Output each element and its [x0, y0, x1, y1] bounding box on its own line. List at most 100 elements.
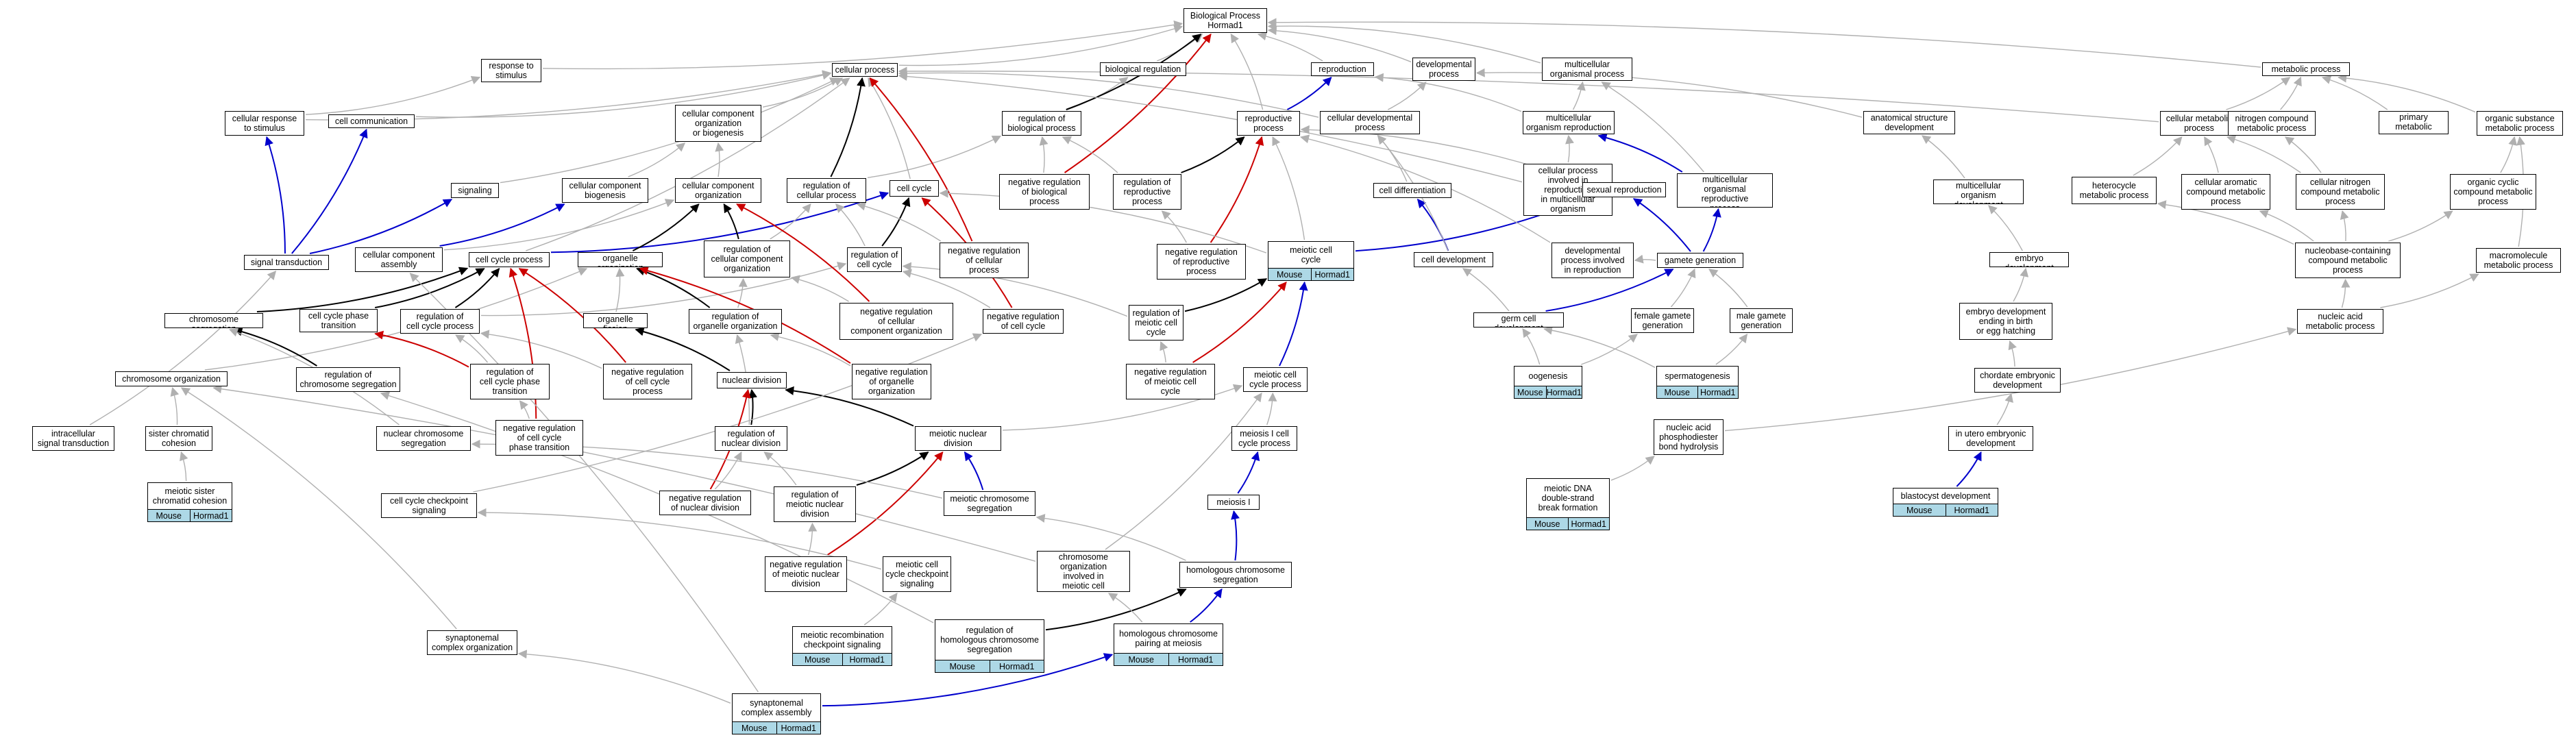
term-node-mod[interactable]: multicellular organism development	[1933, 180, 2024, 204]
term-node-mop[interactable]: multicellular organismal process	[1542, 58, 1632, 81]
term-node-ccob[interactable]: cellular component organization or bioge…	[675, 105, 761, 142]
term-node-ued[interactable]: in utero embryonic development	[1948, 426, 2033, 451]
term-node-sig[interactable]: signaling	[451, 183, 499, 198]
term-node-gcd[interactable]: germ cell development	[1473, 312, 1564, 327]
term-node-naemp[interactable]: nucleic acid metabolic process	[2297, 309, 2383, 334]
term-node-rcseg[interactable]: regulation of chromosome segregation	[296, 367, 400, 392]
term-node-dpir[interactable]: developmental process involved in reprod…	[1551, 243, 1634, 278]
term-node-mgg[interactable]: male gamete generation	[1730, 308, 1793, 333]
term-node-roo[interactable]: regulation of organelle organization	[689, 309, 782, 334]
term-node-mcs[interactable]: meiotic chromosome segregation	[944, 491, 1035, 516]
term-node-ced[interactable]: chordate embryonic development	[1974, 368, 2061, 393]
term-node-rcc[interactable]: regulation of cell cycle	[847, 247, 902, 272]
term-node-cccs[interactable]: cell cycle checkpoint signaling	[381, 493, 477, 518]
term-node-mnd[interactable]: meiotic nuclear division	[915, 426, 1001, 451]
term-node-mcccs[interactable]: meiotic cell cycle checkpoint signaling	[883, 556, 951, 592]
term-node-rbp[interactable]: regulation of biological process	[1002, 111, 1081, 136]
term-node-mccp[interactable]: meiotic cell cycle process	[1243, 367, 1308, 392]
term-node-cca[interactable]: cellular component assembly	[355, 247, 443, 272]
term-node-nrccp[interactable]: negative regulation of cell cycle proces…	[603, 364, 692, 399]
term-node-cseg[interactable]: chromosome segregation	[164, 313, 263, 328]
term-node-mdsbp[interactable]: meiotic DNA double-strand break formatio…	[1526, 478, 1610, 530]
term-node-comcc[interactable]: chromosome organization involved in meio…	[1037, 551, 1130, 592]
term-node-m1ccp[interactable]: meiosis I cell cycle process	[1231, 426, 1297, 451]
term-node-breg[interactable]: biological regulation	[1100, 62, 1186, 76]
term-node-morp[interactable]: multicellular organismal reproductive pr…	[1677, 173, 1773, 208]
term-node-ofis[interactable]: organelle fission	[583, 313, 648, 328]
term-node-nrmcc[interactable]: negative regulation of meiotic cell cycl…	[1126, 364, 1215, 399]
term-node-rccpt[interactable]: regulation of cell cycle phase transitio…	[470, 364, 550, 399]
term-node-oo[interactable]: organelle organization	[578, 252, 663, 267]
term-node-cc[interactable]: cell cycle	[890, 180, 939, 197]
term-node-rmnd[interactable]: regulation of meiotic nuclear division	[774, 486, 856, 522]
term-node-nrcp[interactable]: negative regulation of cellular process	[940, 243, 1029, 278]
term-node-ccbio[interactable]: cellular component biogenesis	[562, 178, 648, 203]
term-node-ncmp[interactable]: nitrogen compound metabolic process	[2228, 111, 2316, 136]
term-node-gg[interactable]: gamete generation	[1657, 253, 1743, 268]
term-node-rmcc[interactable]: regulation of meiotic cell cycle	[1129, 305, 1183, 341]
term-node-mrcs[interactable]: meiotic recombination checkpoint signali…	[792, 626, 892, 666]
term-node-occmp[interactable]: organic cyclic compound metabolic proces…	[2450, 174, 2536, 210]
term-node-celldev[interactable]: cell development	[1414, 252, 1493, 267]
term-node-hmp[interactable]: heterocycle metabolic process	[2072, 177, 2157, 204]
term-node-ccpt[interactable]: cell cycle phase transition	[299, 309, 378, 332]
term-node-rhcs[interactable]: regulation of homologous chromosome segr…	[935, 619, 1044, 673]
term-node-nd[interactable]: nuclear division	[717, 372, 787, 388]
term-node-corg[interactable]: chromosome organization	[115, 371, 228, 386]
term-node-ccomm[interactable]: cell communication	[328, 114, 415, 128]
term-node-bp[interactable]: Biological Process Hormad1	[1183, 8, 1267, 33]
term-node-rp[interactable]: reproductive process	[1237, 111, 1300, 136]
term-node-metab[interactable]: metabolic process	[2262, 62, 2350, 76]
term-node-asd[interactable]: anatomical structure development	[1863, 111, 1955, 134]
term-node-nrrp[interactable]: negative regulation of reproductive proc…	[1157, 244, 1246, 280]
term-node-cdp[interactable]: cellular developmental process	[1320, 111, 1420, 134]
term-node-st[interactable]: signal transduction	[244, 255, 329, 270]
term-node-nrnd[interactable]: negative regulation of nuclear division	[659, 491, 751, 515]
term-node-ccproc[interactable]: cell cycle process	[469, 252, 550, 267]
term-node-scc[interactable]: sister chromatid cohesion	[145, 426, 212, 451]
term-node-nrccco[interactable]: negative regulation of cellular componen…	[839, 303, 953, 340]
term-node-rccco[interactable]: regulation of cellular component organiz…	[704, 240, 790, 277]
term-node-cdiff[interactable]: cell differentiation	[1373, 183, 1451, 198]
term-node-cpimo[interactable]: cellular process involved in reproductio…	[1523, 164, 1612, 216]
term-node-rccp[interactable]: regulation of cell cycle process	[400, 309, 480, 334]
term-node-nrbp[interactable]: negative regulation of biological proces…	[999, 174, 1090, 210]
term-node-ncs[interactable]: nuclear chromosome segregation	[376, 426, 471, 451]
term-node-nccmp[interactable]: nucleobase-containing compound metabolic…	[2295, 243, 2401, 278]
term-node-cp[interactable]: cellular process	[832, 63, 898, 77]
term-node-rnd[interactable]: regulation of nuclear division	[715, 426, 787, 451]
term-node-srep[interactable]: sexual reproduction	[1582, 182, 1666, 197]
term-node-pmp[interactable]: primary metabolic process	[2379, 111, 2449, 134]
term-node-crs[interactable]: cellular response to stimulus	[225, 111, 304, 136]
term-node-mmp[interactable]: macromolecule metabolic process	[2476, 248, 2561, 273]
term-node-repro[interactable]: reproduction	[1311, 62, 1374, 76]
term-node-cmp[interactable]: cellular metabolic process	[2160, 111, 2238, 136]
term-node-rrp[interactable]: regulation of reproductive process	[1113, 174, 1181, 210]
term-node-cacmp[interactable]: cellular aromatic compound metabolic pro…	[2181, 174, 2270, 210]
term-node-resp[interactable]: response to stimulus	[481, 59, 541, 82]
term-node-hcs[interactable]: homologous chromosome segregation	[1179, 562, 1292, 588]
term-node-osmp[interactable]: organic substance metabolic process	[2477, 111, 2563, 136]
term-node-edbe[interactable]: embryo development ending in birth or eg…	[1959, 303, 2052, 340]
term-node-cco[interactable]: cellular component organization	[675, 178, 761, 203]
term-node-naphb[interactable]: nucleic acid phosphodiester bond hydroly…	[1654, 419, 1724, 455]
term-node-nroo[interactable]: negative regulation of organelle organiz…	[852, 364, 931, 399]
term-node-nrmnd[interactable]: negative regulation of meiotic nuclear d…	[765, 556, 847, 592]
term-node-nrcppt[interactable]: negative regulation of cell cycle phase …	[495, 420, 583, 456]
term-node-hcpm[interactable]: homologous chromosome pairing at meiosis…	[1114, 623, 1223, 666]
term-node-devp[interactable]: developmental process	[1412, 58, 1475, 81]
term-node-ed[interactable]: embryo development	[1989, 252, 2069, 267]
term-node-m1[interactable]: meiosis I	[1207, 495, 1260, 510]
term-node-rcp[interactable]: regulation of cellular process	[787, 178, 866, 203]
term-node-cncmp[interactable]: cellular nitrogen compound metabolic pro…	[2296, 174, 2385, 210]
term-node-nrcc[interactable]: negative regulation of cell cycle	[983, 309, 1064, 334]
term-node-mor[interactable]: multicellular organism reproduction	[1523, 111, 1615, 134]
term-node-sco[interactable]: synaptonemal complex organization	[427, 630, 517, 655]
term-node-ist[interactable]: intracellular signal transduction	[32, 426, 114, 451]
